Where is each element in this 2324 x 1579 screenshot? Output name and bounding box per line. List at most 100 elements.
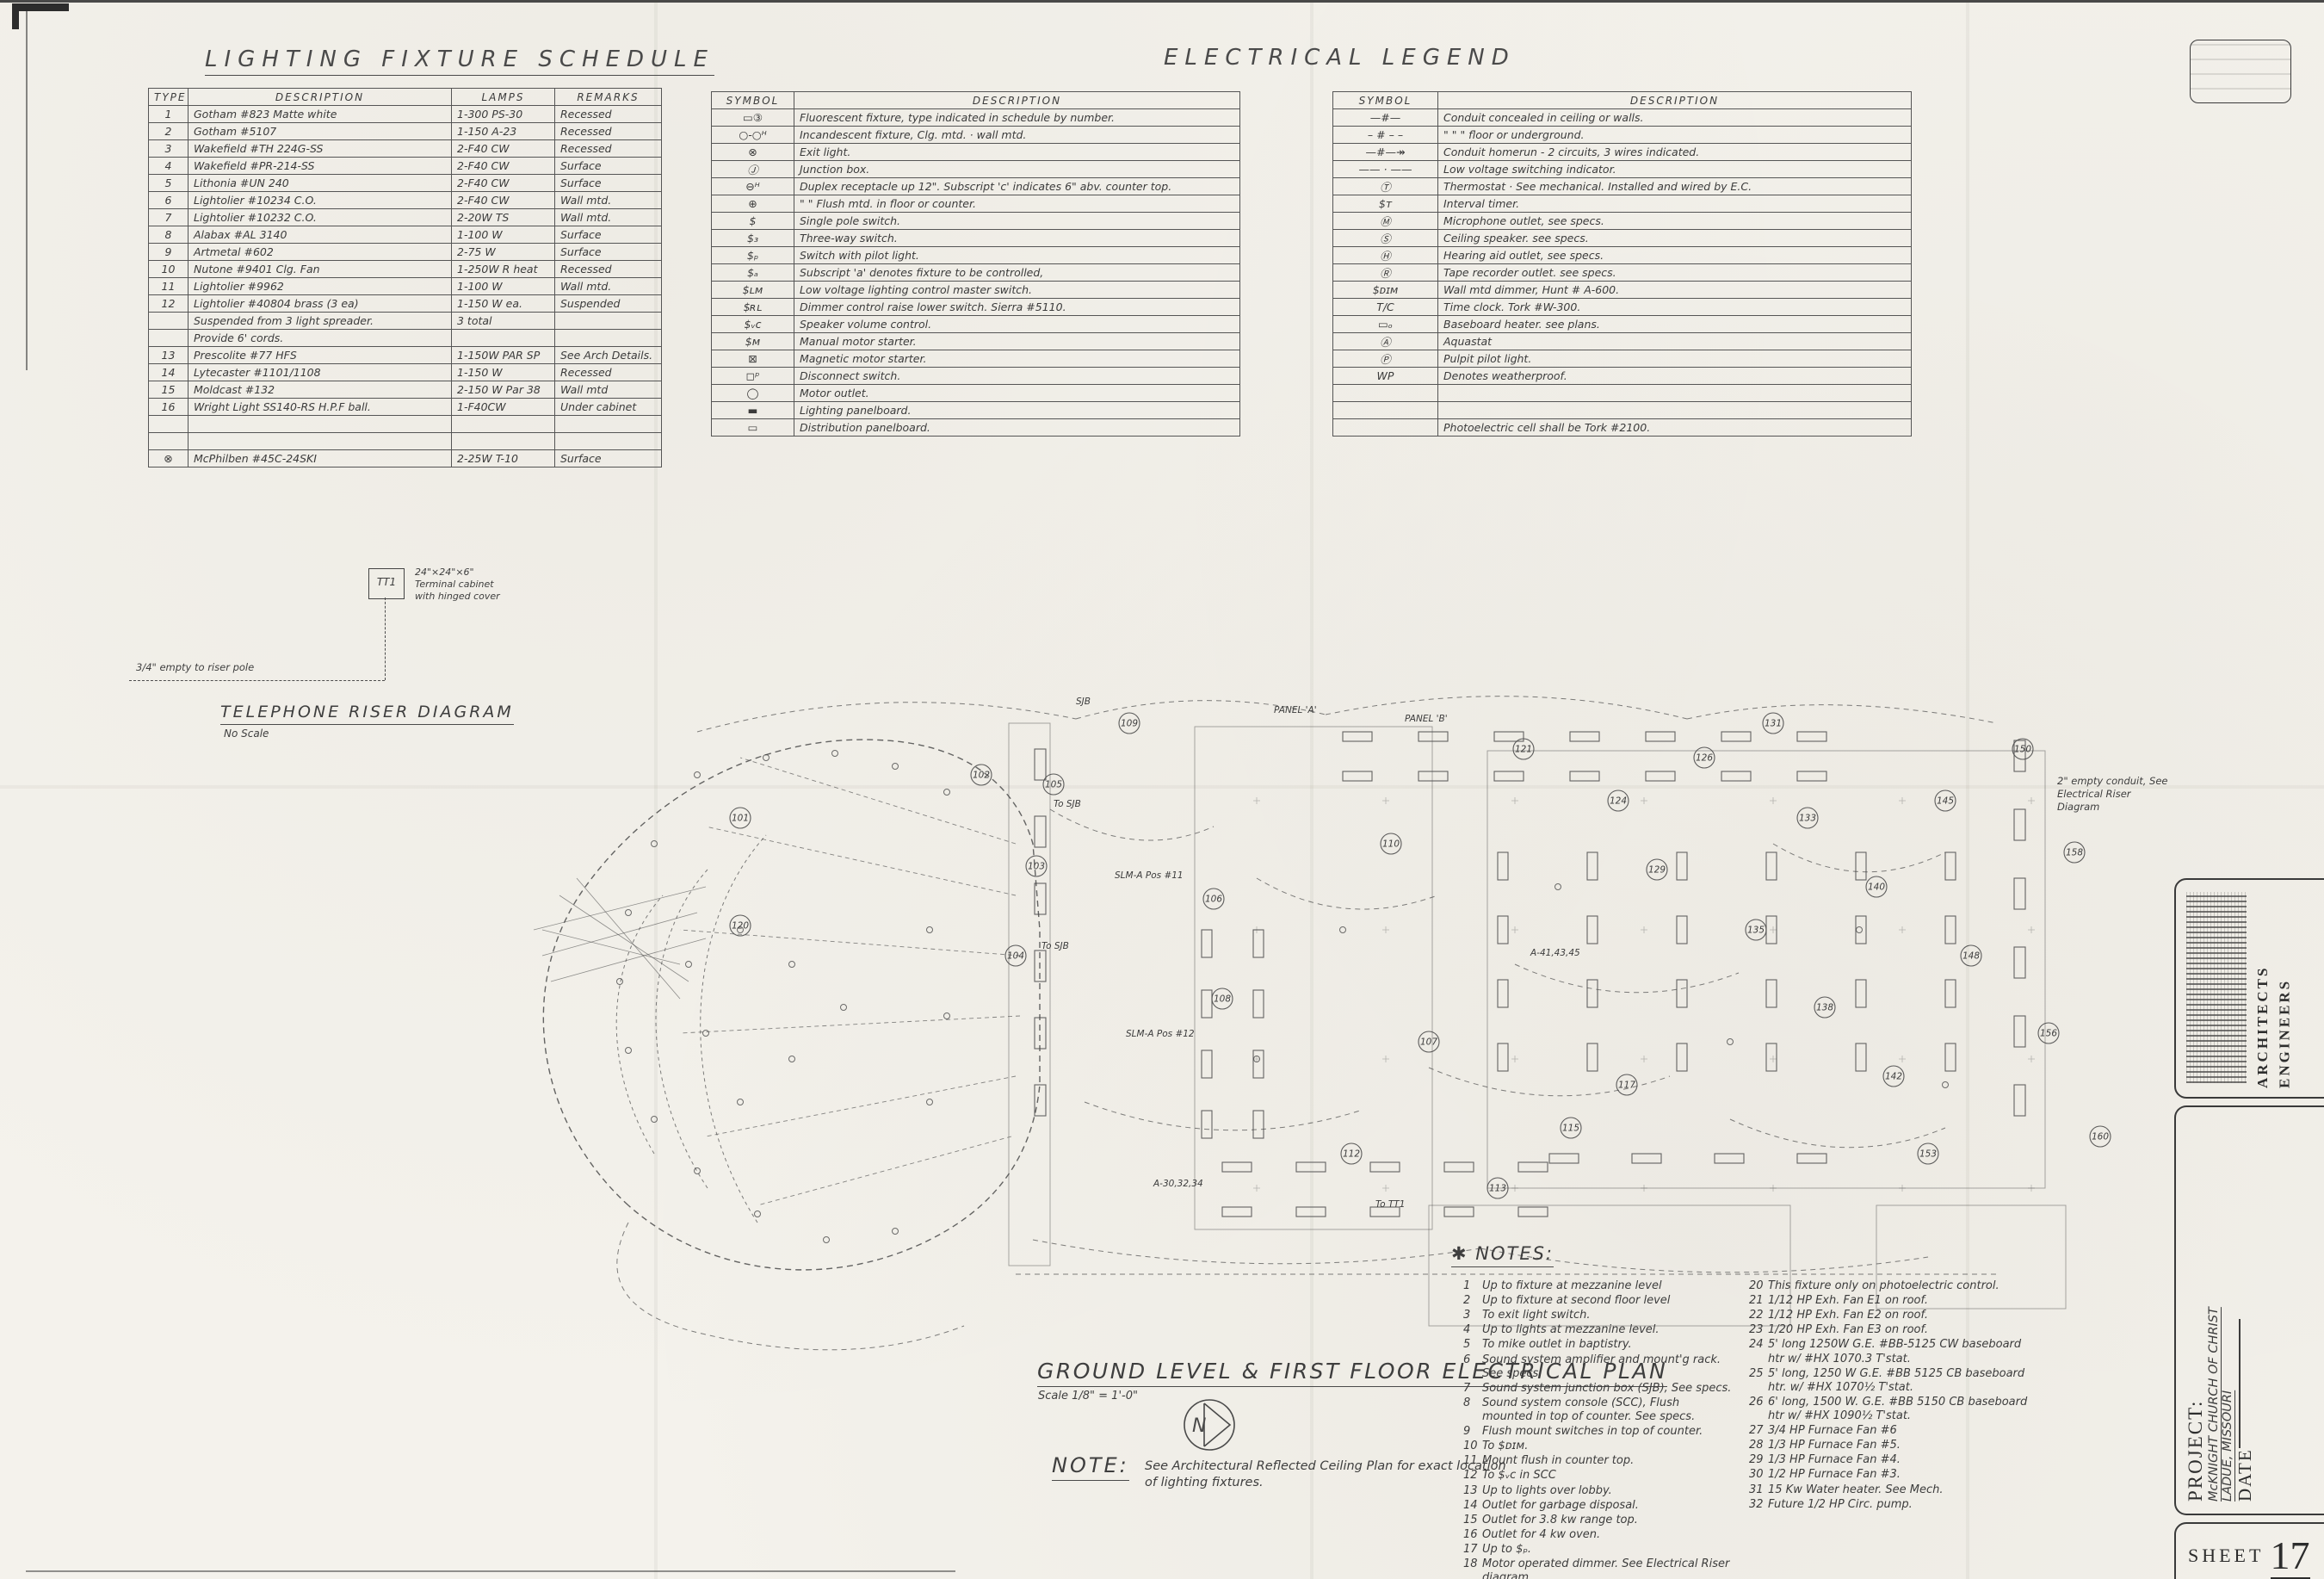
value-cell [188,432,452,450]
incandescent-fixture [1727,1038,1734,1045]
room-number-circle [729,914,751,937]
value-cell: Hearing aid outlet, see specs. [1437,246,1912,264]
value-cell: Wakefield #PR-214-SS [188,157,452,175]
lighting-schedule-title-text: LIGHTING FIXTURE SCHEDULE [205,46,714,76]
value-cell: 2-20W TS [451,208,555,226]
fluorescent-fixture [1369,1206,1400,1217]
symbol-cell: ▭ₒ [1332,315,1438,333]
value-cell: Thermostat · See mechanical. Installed a… [1437,177,1912,195]
north-arrow-label: N [1192,1415,1206,1437]
note-text: Up to lights over lobby. [1482,1483,1612,1497]
value-cell: Wall mtd [554,381,662,399]
riser-conduit-horizontal [129,680,385,681]
value-cell: Conduit homerun - 2 circuits, 3 wires in… [1437,143,1912,161]
electrical-legend-title-text: ELECTRICAL LEGEND [1164,45,1516,71]
value-cell: Lithonia #UN 240 [188,174,452,192]
symbol-cell: ⊕ [711,195,794,213]
room-number-circle [1745,919,1767,941]
fluorescent-fixture [1796,771,1827,782]
symbol-cell [1332,418,1438,437]
schedule-row: Suspended from 3 light spreader.3 total [148,312,662,330]
value-cell: Lightolier #10232 C.O. [188,208,452,226]
value-cell: 1-150 W ea. [451,294,555,313]
floor-plan-drawing: 1011201021031041051061081091101071121131… [533,696,2111,1351]
room-number-circle [1607,790,1629,812]
incandescent-fixture [616,978,623,985]
room-number: 158 [2066,848,2083,858]
incandescent-fixture [1339,926,1346,933]
column-mark [2028,1185,2035,1192]
fluorescent-fixture [1034,1017,1047,1050]
fluorescent-fixture [2013,808,2026,841]
column-mark [1770,926,1777,933]
symbol-cell: —— · —— [1332,160,1438,178]
value-cell: Lytecaster #1101/1108 [188,363,452,381]
value-cell: Fluorescent fixture, type indicated in s… [794,108,1240,127]
value-cell: 1-250W R heat [451,260,555,278]
incandescent-fixture [1942,1081,1949,1088]
value-cell [451,329,555,347]
value-cell: " " Flush mtd. in floor or counter. [794,195,1240,213]
plan-label: A-30,32,34 [1153,1179,1203,1189]
value-cell: Under cabinet [554,398,662,416]
fluorescent-fixture [1714,1153,1745,1164]
room-number: 150 [2014,745,2031,755]
value-cell: Low voltage lighting control master swit… [794,281,1240,299]
plan-label: A-41,43,45 [1530,948,1580,958]
room-number-circle [1646,858,1668,881]
symbol-cell: – # – – [1332,126,1438,144]
room-number: 117 [1618,1081,1635,1091]
value-cell: Distribution panelboard. [794,418,1240,437]
plan-label: To TT1 [1375,1199,1405,1210]
symbol-cell: ⊖ᴴ [711,177,794,195]
column-header: TYPE [148,88,189,106]
plan-label: To SJB [1054,799,1081,809]
value-cell: Disconnect switch. [794,367,1240,385]
fluorescent-fixture [2013,946,2026,979]
incandescent-fixture [1554,883,1561,890]
legend-row: —— · ——Low voltage switching indicator. [1332,160,1912,178]
room-number: 153 [1919,1149,1937,1160]
value-cell: Surface [554,174,662,192]
column-mark [1899,926,1906,933]
conduit-run [1325,696,1688,720]
date-rule [2239,1319,2241,1449]
incandescent-fixture [694,1167,701,1174]
plan-label: PANEL 'B' [1405,714,1448,724]
note-number: 9 [1463,1425,1471,1439]
note-text: Future 1/2 HP Circ. pump. [1768,1497,1913,1511]
sheet-block: SHEET 17 OF Seventeen [2174,1522,2324,1579]
symbol-cell [148,312,189,330]
room-number-circle [1380,833,1402,855]
incandescent-fixture [702,1030,709,1037]
note-number: 1 [1463,1279,1471,1292]
fluorescent-fixture [1221,1206,1252,1217]
fold-crease [1310,0,1313,1579]
value-cell: Nutone #9401 Clg. Fan [188,260,452,278]
riser-pole-note: 3/4" empty to riser pole [136,661,255,673]
fluorescent-fixture [1645,731,1676,742]
bottom-border [26,1570,955,1572]
fluorescent-fixture [1586,851,1598,881]
terminal-cabinet-label: TT1 [376,576,397,588]
incandescent-fixture [788,1056,795,1062]
symbol-cell: 11 [148,277,189,295]
note-text: Outlet for 4 kw oven. [1482,1527,1601,1541]
value-cell: Lightolier #9962 [188,277,452,295]
room-number: 106 [1205,895,1222,905]
